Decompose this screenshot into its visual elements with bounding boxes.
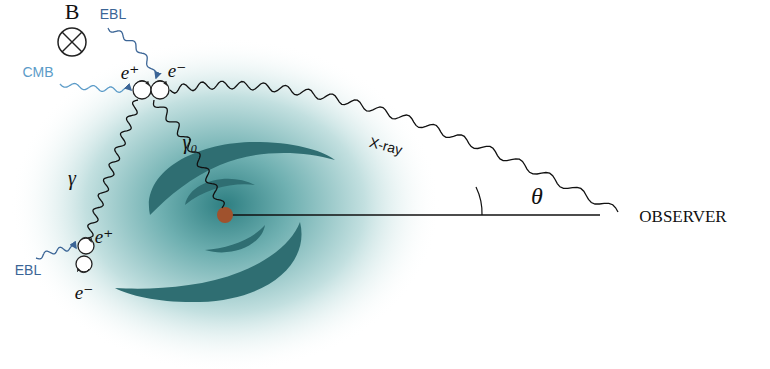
positron-circle xyxy=(133,81,151,99)
angle-arc xyxy=(476,187,482,215)
electron-circle xyxy=(76,256,92,272)
field-symbol xyxy=(58,28,86,56)
wavy-line xyxy=(36,246,76,259)
photon-label: γ xyxy=(68,168,76,188)
particle-label: e⁻ xyxy=(75,283,93,302)
positron-circle xyxy=(78,238,94,254)
line-of-sight xyxy=(225,214,600,215)
observer-label: OBSERVER xyxy=(639,208,726,225)
wavy-line xyxy=(170,81,618,212)
wavy-line xyxy=(154,100,225,208)
spiral-arm xyxy=(185,179,255,205)
particle-label: e⁺ xyxy=(121,63,139,82)
field-label: B xyxy=(65,1,80,23)
particle-label: e⁺ xyxy=(95,227,113,246)
background-label: EBL xyxy=(15,263,41,277)
background-label: EBL xyxy=(100,7,126,21)
spiral-arm xyxy=(205,225,265,252)
galaxy-halo xyxy=(10,37,440,369)
spiral-arm xyxy=(149,142,335,215)
particle-label: e⁻ xyxy=(168,61,186,80)
angle-label: θ xyxy=(531,184,543,208)
source-dot xyxy=(217,207,233,223)
photon-lines xyxy=(36,28,618,259)
electron-circle xyxy=(151,81,169,99)
spiral-arm xyxy=(115,222,302,302)
wavy-line xyxy=(60,84,131,93)
photon-label: γ₀ xyxy=(183,132,198,152)
background-label: CMB xyxy=(22,65,53,79)
wavy-line xyxy=(88,100,138,238)
